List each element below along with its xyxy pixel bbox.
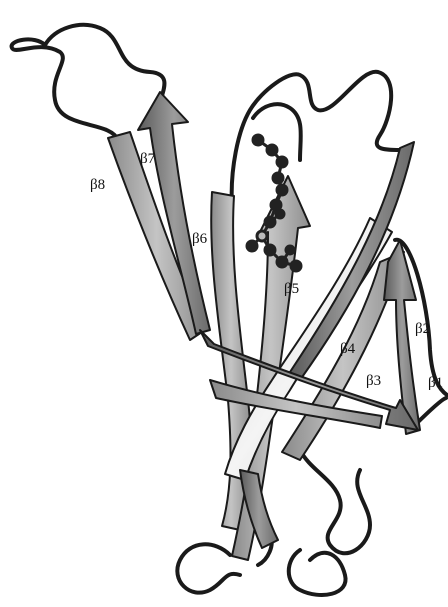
label-beta2: β2 <box>415 322 430 337</box>
loop-bottom-left <box>177 544 240 592</box>
label-beta6: β6 <box>192 232 207 247</box>
label-beta3: β3 <box>366 374 381 389</box>
label-beta7: β7 <box>140 152 155 167</box>
loop-bottom-right <box>300 450 370 553</box>
label-beta8: β8 <box>90 178 105 193</box>
label-beta4: β4 <box>340 342 355 357</box>
loop-bottom-center <box>289 550 346 595</box>
label-beta1: β1 <box>428 376 443 391</box>
label-beta5: β5 <box>284 282 299 297</box>
